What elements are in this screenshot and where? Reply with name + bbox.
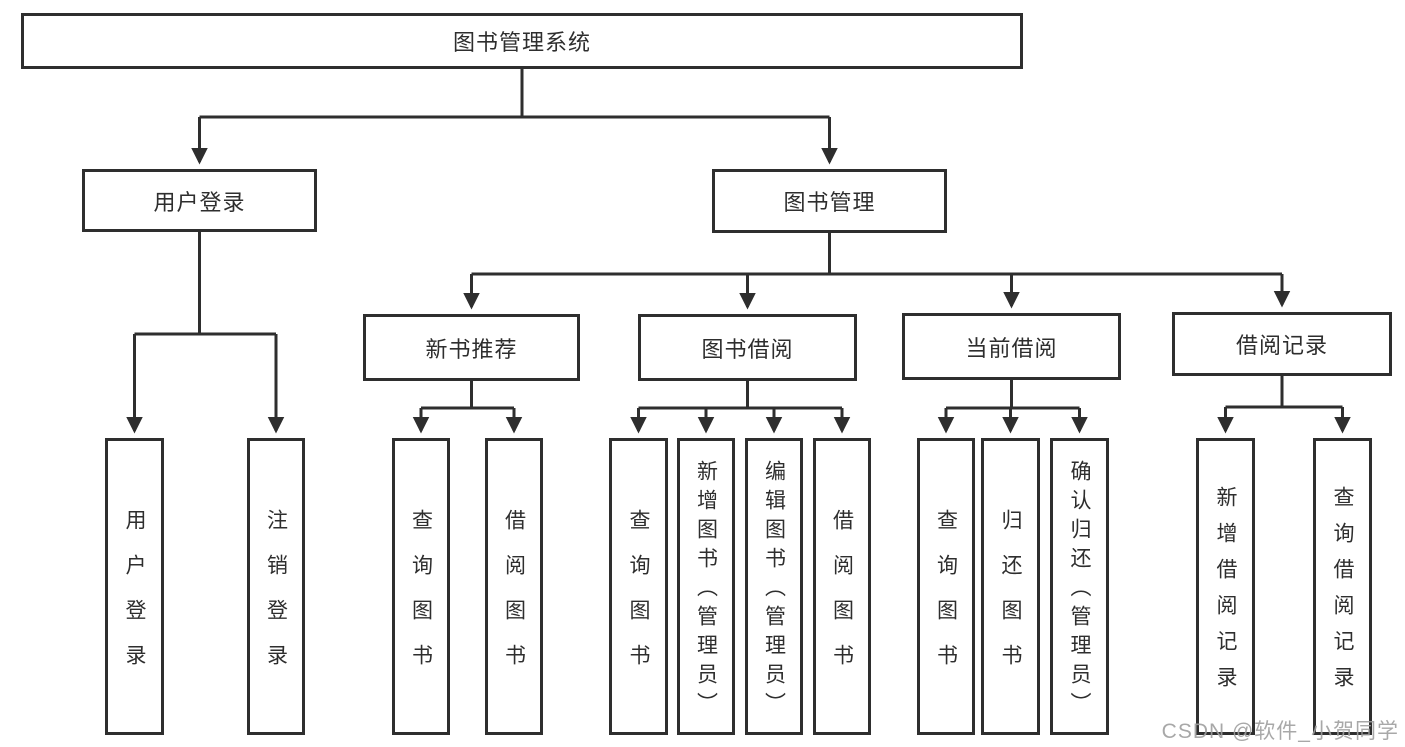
- leaf-records-query-record-label: 查询借阅记录: [1331, 486, 1354, 702]
- node-borrowing-records-label: 借阅记录: [1235, 333, 1328, 358]
- leaf-borrowing-borrow-books: 借阅图书: [813, 438, 871, 735]
- watermark-csdn: CSDN @软件_小贺同学: [1161, 720, 1399, 743]
- node-book-management-label: 图书管理: [783, 190, 876, 215]
- leaf-current-confirm-return-admin-label: 确认归还（管理员）: [1068, 460, 1091, 721]
- node-book-borrowing: 图书借阅: [638, 314, 857, 381]
- leaf-borrowing-query-books: 查询图书: [609, 438, 668, 735]
- node-new-book-recommend: 新书推荐: [363, 314, 580, 381]
- leaf-current-return-books: 归还图书: [981, 438, 1040, 735]
- node-current-borrowing-label: 当前借阅: [965, 335, 1058, 361]
- leaf-records-add-record-label: 新增借阅记录: [1214, 486, 1237, 702]
- leaf-recommend-query-books: 查询图书: [392, 438, 450, 735]
- node-book-management: 图书管理: [712, 169, 947, 233]
- leaf-records-add-record: 新增借阅记录: [1196, 438, 1255, 735]
- leaf-current-query-books: 查询图书: [917, 438, 975, 735]
- node-root-label: 图书管理系统: [452, 30, 591, 55]
- leaf-current-return-books-label: 归还图书: [999, 508, 1022, 689]
- leaf-recommend-query-books-label: 查询图书: [409, 508, 433, 689]
- leaf-borrowing-add-books-admin: 新增图书（管理员）: [677, 438, 735, 735]
- leaf-logout-label: 注销登录: [264, 508, 288, 689]
- leaf-records-query-record: 查询借阅记录: [1313, 438, 1372, 735]
- leaf-user-login-label: 用户登录: [123, 508, 146, 689]
- leaf-logout: 注销登录: [247, 438, 305, 735]
- node-user-login-label: 用户登录: [153, 189, 246, 215]
- node-book-borrowing-label: 图书借阅: [701, 336, 794, 362]
- leaf-current-confirm-return-admin: 确认归还（管理员）: [1050, 438, 1109, 735]
- leaf-recommend-borrow-books-label: 借阅图书: [502, 508, 526, 689]
- leaf-borrowing-add-books-admin-label: 新增图书（管理员）: [694, 460, 718, 721]
- leaf-borrowing-edit-books-admin-label: 编辑图书（管理员）: [762, 460, 786, 721]
- node-new-book-recommend-label: 新书推荐: [425, 336, 518, 362]
- leaf-borrowing-query-books-label: 查询图书: [627, 508, 650, 689]
- leaf-current-query-books-label: 查询图书: [934, 508, 958, 689]
- node-user-login: 用户登录: [82, 169, 317, 232]
- node-root: 图书管理系统: [21, 13, 1023, 69]
- leaf-recommend-borrow-books: 借阅图书: [485, 438, 543, 735]
- node-borrowing-records: 借阅记录: [1172, 312, 1392, 376]
- leaf-borrowing-edit-books-admin: 编辑图书（管理员）: [745, 438, 803, 735]
- node-current-borrowing: 当前借阅: [902, 313, 1121, 380]
- leaf-user-login: 用户登录: [105, 438, 164, 735]
- leaf-borrowing-borrow-books-label: 借阅图书: [830, 508, 854, 689]
